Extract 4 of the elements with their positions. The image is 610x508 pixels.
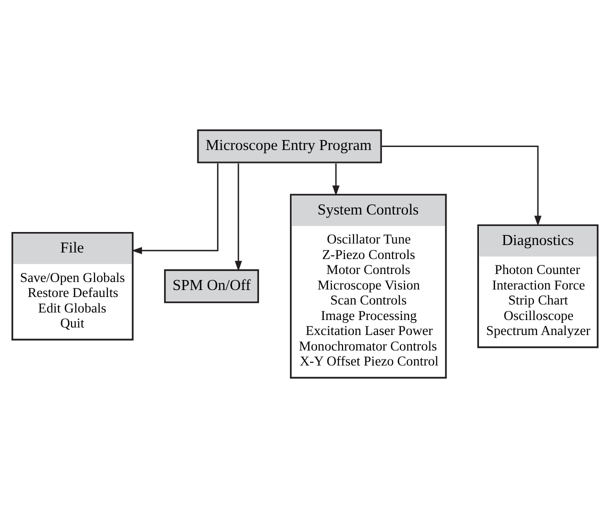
arrow bbox=[234, 164, 242, 272]
arrow bbox=[332, 164, 340, 196]
arrow bbox=[132, 163, 218, 254]
arrow bbox=[382, 146, 542, 226]
